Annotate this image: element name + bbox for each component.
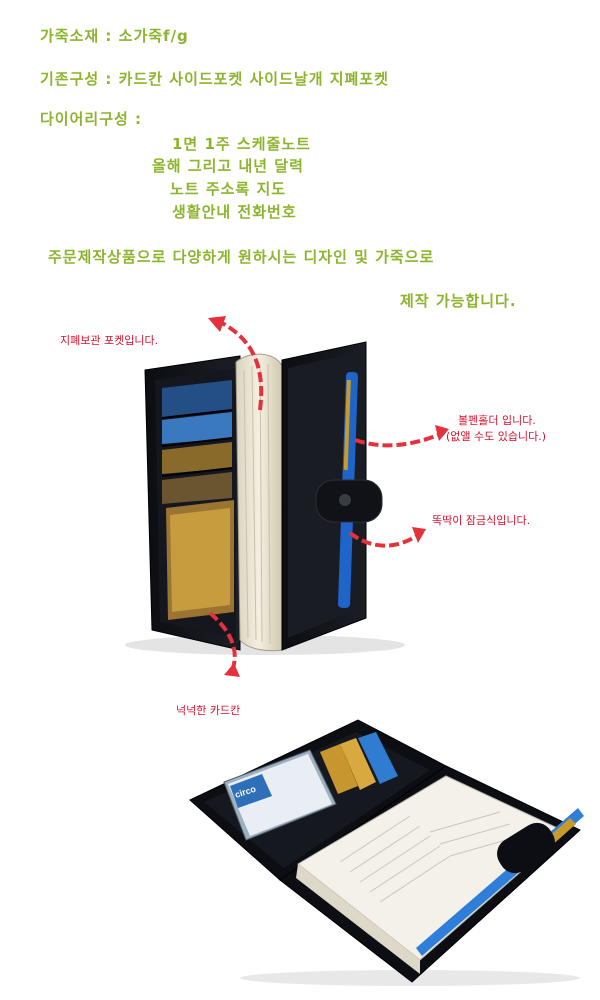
pen-holder-note: (없앨 수도 있습니다.): [446, 430, 547, 443]
diary-item: 노트 주소록 지도: [170, 180, 287, 198]
wallet-open-flat-photo: circo: [189, 719, 584, 986]
card-slot-callout: 넉넉한 카드칸: [176, 704, 241, 717]
wallet-open-upright-photo: [125, 341, 405, 655]
bill-pocket-callout: 지폐보관 포켓입니다.: [60, 334, 159, 347]
material-line: 가죽소재 : 소가죽f/g: [40, 27, 189, 45]
diary-heading: 다이어리구성 :: [40, 110, 143, 128]
custom-order-line-2: 제작 가능합니다.: [400, 292, 517, 310]
snap-callout: 똑딱이 잠금식입니다.: [432, 514, 531, 527]
components-line: 기존구성 : 카드칸 사이드포켓 사이드날개 지폐포켓: [40, 70, 389, 88]
arrow-pen-holder: [354, 425, 449, 448]
arrow-snap: [348, 527, 426, 548]
diary-item: 올해 그리고 내년 달력: [152, 157, 304, 175]
pen-holder-callout: 볼펜홀더 입니다.: [458, 414, 536, 427]
diary-item: 1면 1주 스케줄노트: [172, 135, 311, 153]
diary-item: 생활안내 전화번호: [172, 203, 297, 221]
custom-order-line: 주문제작상품으로 다양하게 원하시는 디자인 및 가죽으로: [48, 248, 435, 266]
arrow-bill-pocket: [208, 316, 264, 411]
arrow-card-slot: [208, 611, 240, 677]
